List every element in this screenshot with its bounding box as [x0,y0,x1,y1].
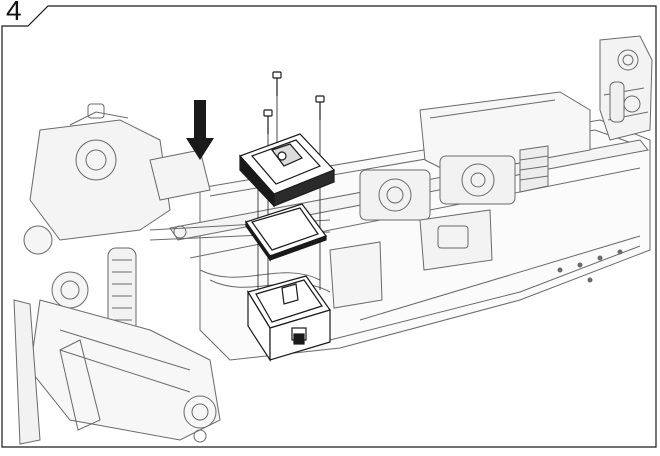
screw-icon [263,71,325,134]
receiver-box-assembly [238,71,336,363]
receiver-box-gasket [245,203,327,262]
step-number: 4 [6,0,22,26]
step-frame [1,5,657,448]
receiver-box [247,275,331,363]
down-arrow-icon [186,100,214,160]
receiver-box-cover [238,133,336,208]
chassis [13,35,653,445]
